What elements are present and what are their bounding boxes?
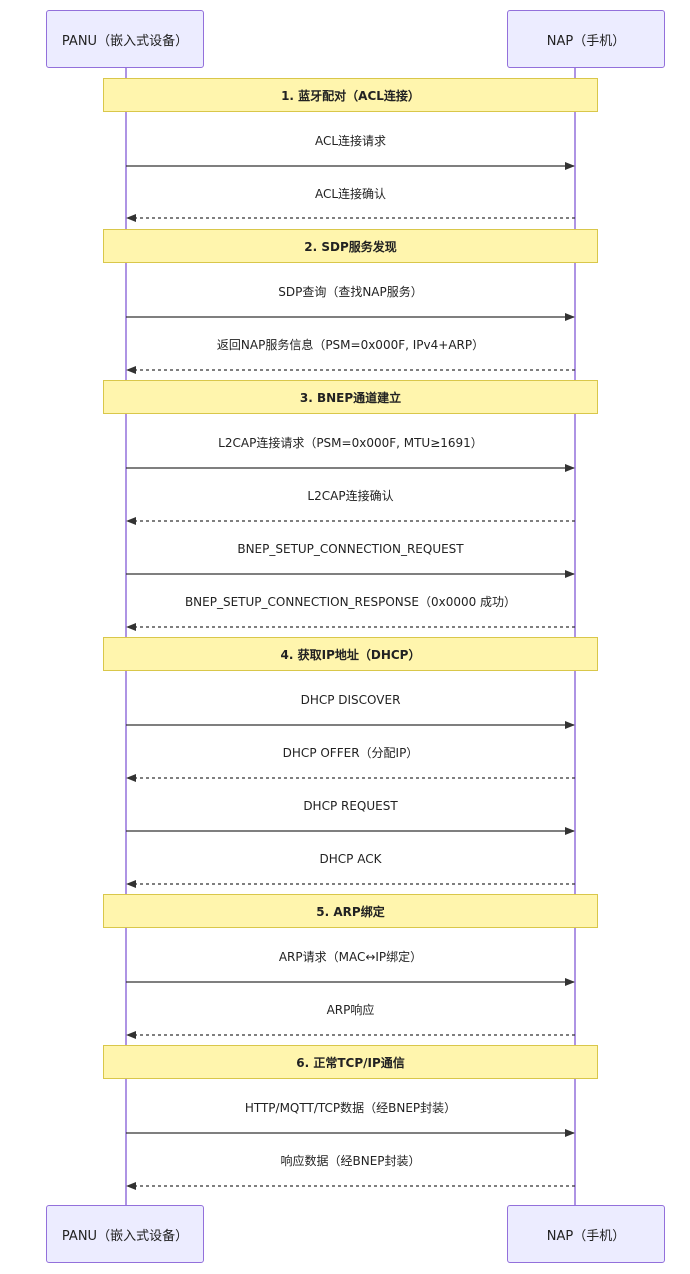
- message-label: DHCP DISCOVER: [300, 693, 401, 707]
- message-label: HTTP/MQTT/TCP数据（经BNEP封装）: [244, 1101, 457, 1115]
- message-label: DHCP REQUEST: [303, 799, 398, 813]
- phase-note-5: 5. ARP绑定: [103, 894, 598, 928]
- message-label: 响应数据（经BNEP封装）: [280, 1154, 421, 1168]
- phase-note-2: 2. SDP服务发现: [103, 229, 598, 263]
- phase-note-4: 4. 获取IP地址（DHCP）: [103, 637, 598, 671]
- actor-nap-bottom: NAP（手机）: [507, 1205, 665, 1263]
- message-label: BNEP_SETUP_CONNECTION_RESPONSE（0x0000 成功…: [184, 595, 517, 609]
- message-label: DHCP OFFER（分配IP）: [282, 746, 419, 760]
- phase-note-1: 1. 蓝牙配对（ACL连接）: [103, 78, 598, 112]
- message-label: L2CAP连接确认: [307, 489, 394, 503]
- message-label: ACL连接请求: [314, 134, 387, 148]
- message-label: L2CAP连接请求（PSM=0x000F, MTU≥1691）: [218, 436, 483, 450]
- message-label: ARP请求（MAC↔IP绑定）: [278, 950, 423, 964]
- actor-panu-bottom: PANU（嵌入式设备）: [46, 1205, 204, 1263]
- phase-note-6: 6. 正常TCP/IP通信: [103, 1045, 598, 1079]
- message-label: 返回NAP服务信息（PSM=0x000F, IPv4+ARP）: [216, 338, 485, 352]
- message-label: DHCP ACK: [319, 852, 382, 866]
- actor-panu-top: PANU（嵌入式设备）: [46, 10, 204, 68]
- actor-nap-top: NAP（手机）: [507, 10, 665, 68]
- message-label: ACL连接确认: [314, 187, 387, 201]
- message-label: BNEP_SETUP_CONNECTION_REQUEST: [237, 542, 464, 556]
- message-label: ARP响应: [326, 1003, 375, 1017]
- phase-note-3: 3. BNEP通道建立: [103, 380, 598, 414]
- message-label: SDP查询（查找NAP服务）: [278, 285, 423, 299]
